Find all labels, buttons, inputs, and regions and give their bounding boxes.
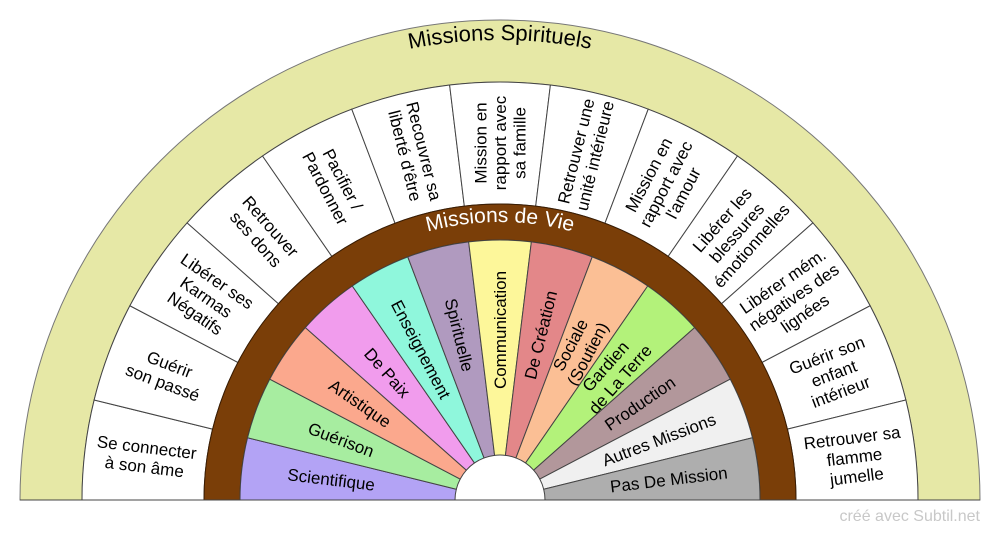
- inner-segment-label: Communication: [491, 271, 510, 389]
- credit-text: créé avec Subtil.net: [839, 508, 980, 525]
- outer-segment-label: Mission enrapport avecsa famille: [471, 95, 529, 190]
- outer-segment-label: Retrouver saflammejumelle: [803, 423, 907, 492]
